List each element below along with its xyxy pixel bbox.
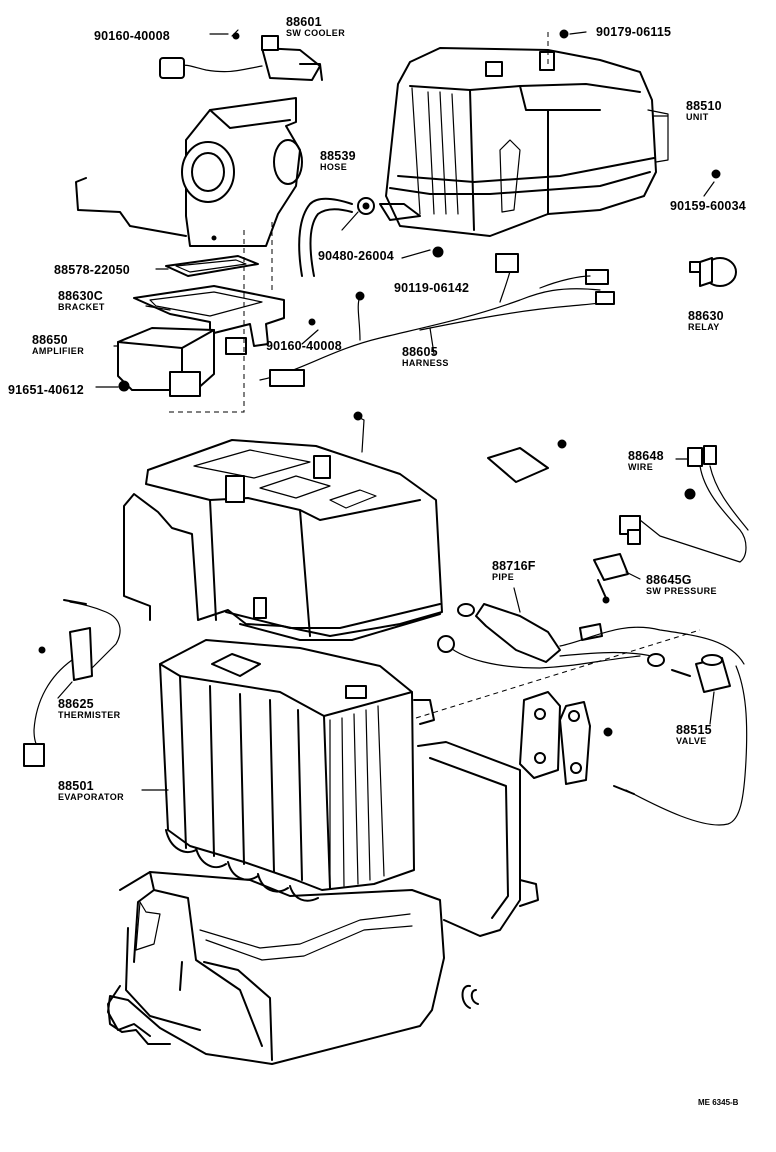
valve-drawing: [613, 653, 748, 826]
bracket-drawing: [133, 285, 285, 347]
part-label-screw-40008-top: 90160-40008: [94, 28, 170, 45]
part-name: RELAY: [688, 322, 720, 333]
part-number: 90160-40008: [266, 339, 342, 353]
pipe-drawing: [437, 603, 745, 669]
part-label-gasket-22050: 88578-22050: [54, 262, 130, 279]
case-upper-drawing: [123, 411, 443, 641]
part-label-amplifier: 88650 AMPLIFIER: [32, 333, 85, 357]
part-number: 90159-60034: [670, 199, 746, 213]
part-name: EVAPORATOR: [58, 792, 125, 803]
case-lower-drawing: [107, 741, 539, 1065]
part-name: VALVE: [676, 736, 707, 747]
part-number: 90119-06142: [394, 281, 470, 295]
part-label-pipe: 88716F PIPE: [492, 559, 536, 583]
cover-plate-drawing: [487, 439, 567, 483]
part-label-relay: 88630 RELAY: [688, 309, 724, 333]
unit-drawing: [379, 29, 669, 237]
part-label-bracket: 88630C BRACKET: [58, 289, 105, 313]
amplifier-drawing: [117, 327, 247, 397]
part-label-sw-cooler: 88601 SW COOLER: [286, 15, 346, 39]
part-label-valve: 88515 VALVE: [676, 723, 712, 747]
part-number: 88716F: [492, 559, 536, 573]
thermister-drawing: [23, 599, 121, 767]
part-label-hose: 88539 HOSE: [320, 149, 356, 173]
sw-cooler-drawing: [159, 29, 323, 81]
part-number: 90160-40008: [94, 29, 170, 43]
part-number: 88510: [686, 99, 722, 113]
part-number: 88625: [58, 697, 94, 711]
part-name: AMPLIFIER: [32, 346, 85, 357]
part-number: 88539: [320, 149, 356, 163]
part-name: SW COOLER: [286, 28, 346, 39]
part-name: WIRE: [628, 462, 654, 473]
part-number: 88630: [688, 309, 724, 323]
part-number: 88601: [286, 15, 322, 29]
part-number: 88501: [58, 779, 94, 793]
part-label-grommet-26004: 90480-26004: [318, 248, 394, 265]
part-label-bolt-06115: 90179-06115: [596, 24, 671, 41]
part-number: 88515: [676, 723, 712, 737]
part-name: PIPE: [492, 572, 515, 583]
part-number: 88630C: [58, 289, 103, 303]
relay-drawing: [689, 257, 737, 287]
part-number: 88645G: [646, 573, 692, 587]
part-label-thermister: 88625 THERMISTER: [58, 697, 121, 721]
part-label-screw-40008-mid: 90160-40008: [266, 338, 342, 355]
part-name: BRACKET: [58, 302, 105, 313]
part-label-harness: 88605 HARNESS: [402, 345, 449, 369]
part-name: HOSE: [320, 162, 348, 173]
part-label-wire: 88648 WIRE: [628, 449, 664, 473]
part-number: 88578-22050: [54, 263, 130, 277]
gasket-drawing: [165, 255, 259, 277]
part-number: 88648: [628, 449, 664, 463]
wire-drawing: [619, 445, 749, 563]
harness-drawing: [259, 169, 721, 387]
flange-plate-drawing: [415, 629, 701, 785]
diagram-reference-code: ME 6345-B: [698, 1098, 739, 1107]
sw-pressure-drawing: [593, 553, 629, 604]
evaporator-drawing: [159, 639, 435, 902]
part-name: THERMISTER: [58, 710, 121, 721]
part-number: 90480-26004: [318, 249, 394, 263]
part-name: UNIT: [686, 112, 709, 123]
part-label-bolt-06142: 90119-06142: [394, 280, 469, 297]
part-number: 88605: [402, 345, 438, 359]
hose-drawing: [298, 197, 375, 277]
part-name: HARNESS: [402, 358, 449, 369]
part-name: SW PRESSURE: [646, 586, 717, 597]
leader-lines: [57, 31, 715, 791]
part-number: 90179-06115: [596, 25, 672, 39]
part-label-sw-pressure: 88645G SW PRESSURE: [646, 573, 717, 597]
part-label-bolt-40612: 91651-40612: [8, 382, 84, 399]
blower-housing-drawing: [75, 97, 303, 247]
alignment-guide: [168, 230, 245, 413]
part-label-screw-60034: 90159-60034: [670, 198, 746, 215]
part-number: 88650: [32, 333, 68, 347]
part-label-unit: 88510 UNIT: [686, 99, 722, 123]
part-label-evaporator: 88501 EVAPORATOR: [58, 779, 125, 803]
part-number: 91651-40612: [8, 383, 84, 397]
